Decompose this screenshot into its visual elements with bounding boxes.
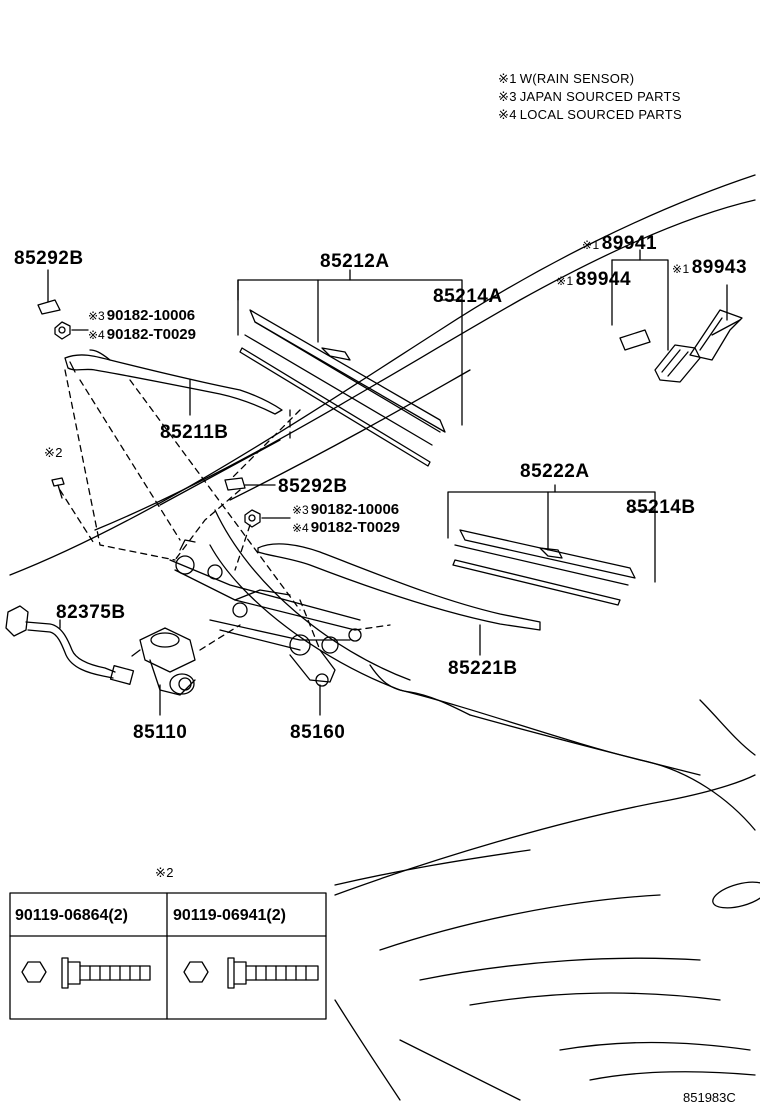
mark-1-89941: ※1 xyxy=(582,238,600,252)
rain-sensor-89944 xyxy=(619,329,651,351)
wiper-arm-85211b xyxy=(64,349,283,415)
part-number-90182-10006-top: 90182-10006 xyxy=(106,307,196,324)
legend-text-4: LOCAL SOURCED PARTS xyxy=(519,107,682,122)
cowl-outline xyxy=(209,509,760,1101)
mark-2-bolt: ※2 xyxy=(44,445,63,460)
part-number-90182-t0029-top: 90182-T0029 xyxy=(106,326,196,343)
legend-mark-3: ※3 xyxy=(498,89,517,104)
mark-3-mid: ※3 xyxy=(292,503,309,517)
bolt-table-mark-2: ※2 xyxy=(155,865,174,880)
part-label-85110[interactable]: 85110 xyxy=(133,722,188,743)
bolt-table-frame xyxy=(9,892,327,1020)
wiper-linkage xyxy=(169,539,362,687)
part-label-85292b-top[interactable]: 85292B xyxy=(14,248,84,269)
part-label-82375b[interactable]: 82375B xyxy=(56,602,126,623)
part-label-85222a[interactable]: 85222A xyxy=(520,461,590,482)
cap-85292b-mid xyxy=(224,477,246,491)
part-label-85292b-mid[interactable]: 85292B xyxy=(278,476,348,497)
wiper-blade-85212a xyxy=(239,309,446,467)
part-label-85214a[interactable]: 85214A xyxy=(433,286,503,307)
nut-90182-mid xyxy=(244,509,261,528)
part-number-90182-10006-mid: 90182-10006 xyxy=(310,501,400,518)
part-label-85212a[interactable]: 85212A xyxy=(320,251,390,272)
bolt-part-90119-06864[interactable]: 90119-06864(2) xyxy=(15,907,128,924)
part-number-89941: 89941 xyxy=(601,233,658,254)
legend-mark-1: ※1 xyxy=(498,71,517,86)
rain-sensor-cover-89943 xyxy=(689,309,743,361)
wiper-blade-85222a xyxy=(452,529,636,606)
wiper-harness-82375b xyxy=(5,605,135,685)
mark-1-89944: ※1 xyxy=(556,274,574,288)
dashed-leaders xyxy=(59,369,391,651)
part-label-85214b[interactable]: 85214B xyxy=(626,497,696,518)
mark-4-mid: ※4 xyxy=(292,521,309,535)
part-label-85160[interactable]: 85160 xyxy=(290,722,346,743)
bolt-mark2 xyxy=(51,477,65,499)
wiper-motor-85110 xyxy=(131,627,196,696)
part-label-85211b[interactable]: 85211B xyxy=(160,422,229,443)
rain-sensor-89941 xyxy=(654,344,701,383)
cap-85292b-top xyxy=(37,299,61,315)
bolt-part-90119-06941[interactable]: 90119-06941(2) xyxy=(173,907,286,924)
windshield-outline xyxy=(9,174,756,576)
bolt-illustration-2 xyxy=(183,957,319,989)
mark-3-top: ※3 xyxy=(88,309,105,323)
legend-text-3: JAPAN SOURCED PARTS xyxy=(519,89,681,104)
nut-90182-top xyxy=(54,321,71,340)
part-label-85221b[interactable]: 85221B xyxy=(448,658,518,679)
mark-4-top: ※4 xyxy=(88,328,105,342)
mark-1-89943: ※1 xyxy=(672,262,690,276)
legend-text-1: W(RAIN SENSOR) xyxy=(519,71,635,86)
legend-mark-4: ※4 xyxy=(498,107,517,122)
wiper-arm-85221b xyxy=(257,543,541,631)
part-number-90182-t0029-mid: 90182-T0029 xyxy=(310,519,400,536)
diagram-code: 851983C xyxy=(683,1090,736,1105)
part-number-89944: 89944 xyxy=(575,269,632,290)
label-leaders xyxy=(47,249,728,716)
part-number-89943: 89943 xyxy=(691,257,748,278)
bolt-illustration-1 xyxy=(21,957,151,989)
